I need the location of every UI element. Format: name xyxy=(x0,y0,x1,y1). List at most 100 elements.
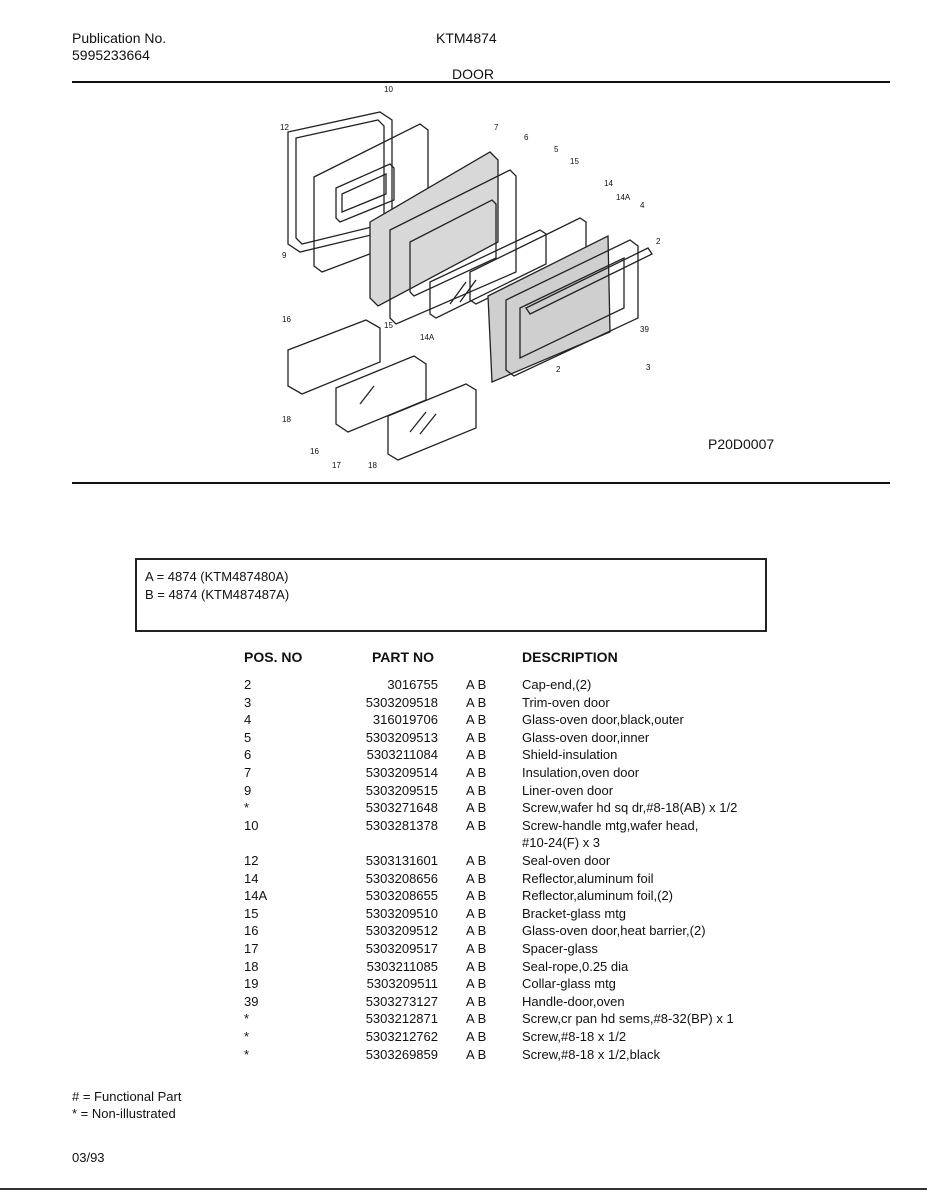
row-position: 7 xyxy=(244,765,252,780)
svg-text:5: 5 xyxy=(554,145,559,154)
svg-text:12: 12 xyxy=(280,123,289,132)
row-part-number: 5303209511 xyxy=(366,976,438,992)
row-part-number: 5303211085 xyxy=(366,958,438,974)
row-description: Trim-oven door xyxy=(522,694,610,710)
svg-text:17: 17 xyxy=(332,461,341,470)
row-position: 9 xyxy=(244,782,252,798)
column-header-pos: POS. NO xyxy=(244,649,303,665)
svg-text:2: 2 xyxy=(656,237,661,246)
svg-text:2: 2 xyxy=(556,365,561,374)
row-description: Reflector,aluminum foil,(2) xyxy=(522,888,673,904)
row-part-number: 5303209510 xyxy=(365,905,438,921)
row-description: Spacer-glass xyxy=(522,941,598,956)
row-models: A B xyxy=(466,976,487,992)
row-description: Glass-oven door,inner xyxy=(522,729,650,745)
bottom-edge-line xyxy=(0,1188,927,1190)
revision-date: 03/93 xyxy=(72,1150,105,1165)
row-description: Screw,wafer hd sq dr,#8-18(AB) x 1/2 xyxy=(522,800,738,816)
svg-text:9: 9 xyxy=(282,251,287,260)
row-models: A B xyxy=(466,765,487,780)
row-part-number: 5303209517 xyxy=(365,941,438,956)
row-models: A B xyxy=(466,993,487,1009)
svg-text:14A: 14A xyxy=(420,333,435,342)
svg-text:39: 39 xyxy=(640,325,649,334)
legend-line-b: B = 4874 (KTM487487A) xyxy=(145,587,290,602)
row-description: Seal-rope,0.25 dia xyxy=(522,958,629,974)
publication-label: Publication No. xyxy=(72,30,167,46)
row-models: A B xyxy=(466,1029,487,1044)
row-part-number: 5303211084 xyxy=(366,747,438,763)
handle-part xyxy=(525,247,653,315)
row-models: A B xyxy=(466,1011,487,1027)
row-position: * xyxy=(244,800,250,816)
exploded-door-diagram: 10 12 7 6 5 15 14 14A 4 2 9 15 14A 39 2 … xyxy=(280,85,661,470)
functional-part-note: # = Functional Part xyxy=(72,1089,182,1104)
row-position: 3 xyxy=(244,694,252,710)
row-position: 17 xyxy=(244,941,259,956)
row-description: Screw-handle mtg,wafer head, xyxy=(522,817,699,833)
top-divider xyxy=(72,81,890,83)
row-description: Screw,cr pan hd sems,#8-32(BP) x 1 xyxy=(522,1011,734,1027)
row-models: A B xyxy=(466,694,487,710)
row-position: 39 xyxy=(244,993,259,1009)
row-models: A B xyxy=(466,1046,487,1062)
row-position: * xyxy=(244,1011,250,1027)
svg-text:7: 7 xyxy=(494,123,499,132)
row-description: Shield-insulation xyxy=(522,747,618,763)
row-part-number: 5303131601 xyxy=(365,853,438,868)
svg-text:16: 16 xyxy=(282,315,291,324)
row-position: 5 xyxy=(244,729,252,745)
row-description: Handle-door,oven xyxy=(522,993,625,1009)
row-position: 2 xyxy=(244,677,252,692)
svg-text:18: 18 xyxy=(368,461,377,470)
row-position: 12 xyxy=(244,853,259,868)
row-models: A B xyxy=(466,853,487,868)
row-description: Glass-oven door,heat barrier,(2) xyxy=(522,923,706,939)
row-position: * xyxy=(244,1046,250,1062)
svg-text:10: 10 xyxy=(384,85,393,94)
row-part-number: 5303209515 xyxy=(365,782,438,798)
row-models: A B xyxy=(466,958,487,974)
row-description: Screw,#8-18 x 1/2 xyxy=(522,1029,627,1044)
row-part-number: 5303208655 xyxy=(365,888,438,904)
row-position: 6 xyxy=(244,747,252,763)
row-description: #10-24(F) x 3 xyxy=(522,835,601,851)
row-description: Reflector,aluminum foil xyxy=(522,870,654,886)
row-position: 14A xyxy=(244,888,268,904)
inner-glass-part xyxy=(429,229,547,319)
row-part-number: 5303271648 xyxy=(365,800,438,816)
row-description: Screw,#8-18 x 1/2,black xyxy=(522,1046,661,1062)
svg-text:4: 4 xyxy=(640,201,645,210)
row-part-number: 5303212762 xyxy=(365,1029,438,1044)
column-header-description: DESCRIPTION xyxy=(522,649,618,665)
model-number: KTM4874 xyxy=(436,30,497,46)
row-position: 19 xyxy=(244,976,259,992)
row-models: A B xyxy=(466,888,487,904)
shield-part xyxy=(389,169,517,325)
row-part-number: 5303281378 xyxy=(365,817,438,833)
row-part-number: 5303209513 xyxy=(365,729,438,745)
row-position: 18 xyxy=(244,958,259,974)
row-part-number: 5303209512 xyxy=(365,923,438,939)
svg-text:14A: 14A xyxy=(616,193,631,202)
row-part-number: 5303208656 xyxy=(365,870,438,886)
row-description: Bracket-glass mtg xyxy=(522,905,627,921)
svg-text:16: 16 xyxy=(310,447,319,456)
row-models: A B xyxy=(466,923,487,939)
row-position: 10 xyxy=(244,817,259,833)
svg-text:14: 14 xyxy=(604,179,613,188)
svg-text:18: 18 xyxy=(282,415,291,424)
model-legend-box: A = 4874 (KTM487480A) B = 4874 (KTM48748… xyxy=(135,558,767,632)
row-description: Insulation,oven door xyxy=(522,765,640,780)
row-position: 16 xyxy=(244,923,259,939)
row-part-number: 5303273127 xyxy=(365,993,438,1009)
row-models: A B xyxy=(466,729,487,745)
spacer-glass xyxy=(335,355,427,433)
svg-text:3: 3 xyxy=(646,363,651,372)
trim-part xyxy=(505,239,639,377)
row-models: A B xyxy=(466,782,487,798)
diagram-code: P20D0007 xyxy=(708,436,775,452)
column-header-part: PART NO xyxy=(372,649,434,665)
glass-panel xyxy=(387,383,477,461)
row-models: A B xyxy=(466,677,487,692)
